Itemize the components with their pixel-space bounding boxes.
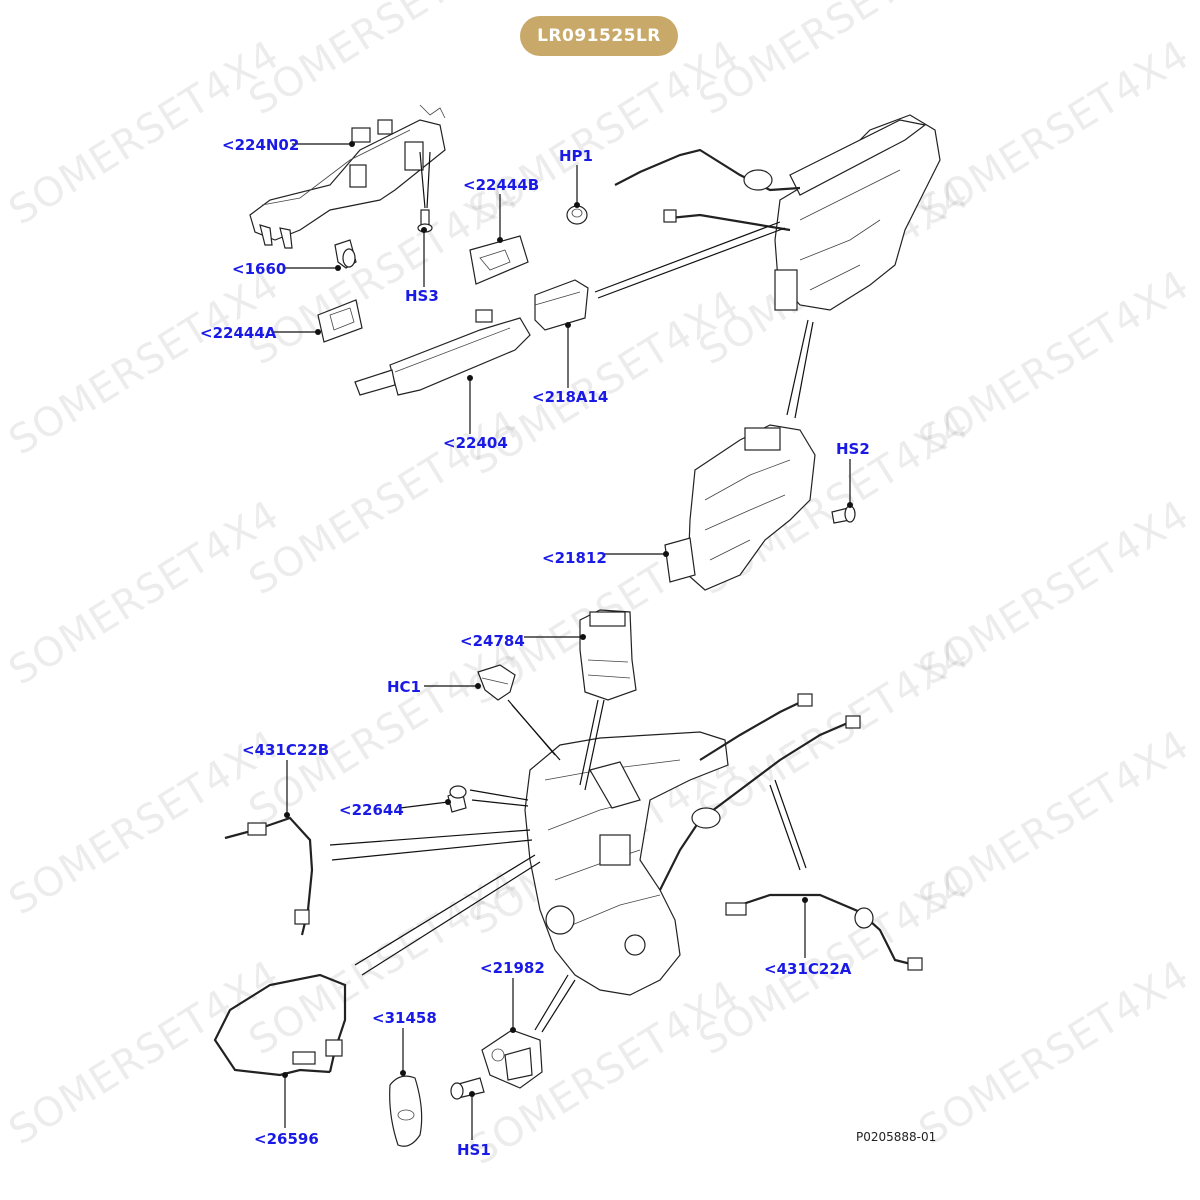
diagram-reference: P0205888-01 [856, 1130, 937, 1144]
part-lower-cables [659, 693, 861, 891]
callout-HS2[interactable]: HS2 [836, 440, 870, 458]
callout-431C22A[interactable]: <431C22A [764, 960, 852, 978]
callout-31458[interactable]: <31458 [372, 1009, 437, 1027]
part-gasket-a [317, 299, 363, 343]
callout-22644[interactable]: <22644 [339, 801, 404, 819]
part-latch-21812 [664, 424, 816, 591]
callout-22404[interactable]: <22404 [443, 434, 508, 452]
callout-22444A[interactable]: <22444A [200, 324, 277, 342]
callout-HP1[interactable]: HP1 [559, 147, 593, 165]
part-actuator [579, 609, 637, 701]
callout-HS1[interactable]: HS1 [457, 1141, 491, 1159]
callout-1660[interactable]: <1660 [232, 260, 287, 278]
callout-21982[interactable]: <21982 [480, 959, 545, 977]
part-bolt [447, 785, 467, 813]
callout-HC1[interactable]: HC1 [387, 678, 421, 696]
part-exterior-handle [354, 309, 531, 396]
part-bolt-hs1 [450, 1077, 485, 1100]
part-end-cap [534, 279, 589, 331]
part-cover [389, 1075, 423, 1147]
part-cable-26596 [213, 973, 347, 1077]
part-grommet-hp1 [566, 205, 588, 225]
callout-22444B[interactable]: <22444B [463, 176, 540, 194]
part-plug [334, 239, 357, 269]
callout-26596[interactable]: <26596 [254, 1130, 319, 1148]
part-latch-frame [774, 114, 941, 311]
part-lower-latch-body [524, 731, 729, 996]
part-striker [481, 1029, 543, 1089]
callout-HS3[interactable]: HS3 [405, 287, 439, 305]
callout-431C22B[interactable]: <431C22B [242, 741, 330, 759]
part-clip-hc1 [477, 664, 516, 701]
connector-lines-upper [419, 151, 814, 419]
part-upper-cables [614, 148, 801, 232]
callout-24784[interactable]: <24784 [460, 632, 525, 650]
callout-21812[interactable]: <21812 [542, 549, 607, 567]
connector-lines-lower [329, 699, 807, 1033]
part-cable-431C22A [725, 893, 923, 971]
callout-leaders [272, 141, 853, 1140]
part-cable-431C22B [224, 816, 314, 936]
part-number-badge: LR091525LR [520, 16, 678, 56]
part-handle-bracket [249, 104, 446, 249]
callout-224N02[interactable]: <224N02 [222, 136, 300, 154]
part-gasket-b [469, 235, 529, 285]
callout-218A14[interactable]: <218A14 [532, 388, 609, 406]
part-screw-hs2 [831, 505, 856, 524]
